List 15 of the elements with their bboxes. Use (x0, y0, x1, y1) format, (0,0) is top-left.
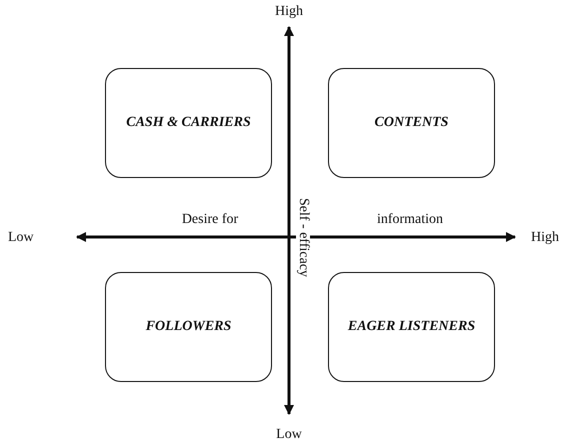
axis-label: Low (276, 428, 302, 442)
axis-label: High (275, 5, 303, 19)
axis-label: Desire for (182, 213, 238, 227)
quadrant-box (328, 68, 495, 178)
axis-label: information (376, 213, 444, 227)
quadrant-label: CONTENTS (374, 115, 448, 131)
quadrant-box (328, 272, 495, 382)
axis-label: Low (8, 231, 34, 245)
quadrant-label: CASH & CARRIERS (126, 115, 251, 131)
quadrant-label: FOLLOWERS (146, 319, 232, 335)
axis-label: Self - efficacy (296, 196, 310, 280)
quadrant-label: EAGER LISTENERS (348, 319, 476, 335)
quadrant-box (105, 68, 272, 178)
axis-label: High (531, 231, 559, 245)
quadrant-box (105, 272, 272, 382)
